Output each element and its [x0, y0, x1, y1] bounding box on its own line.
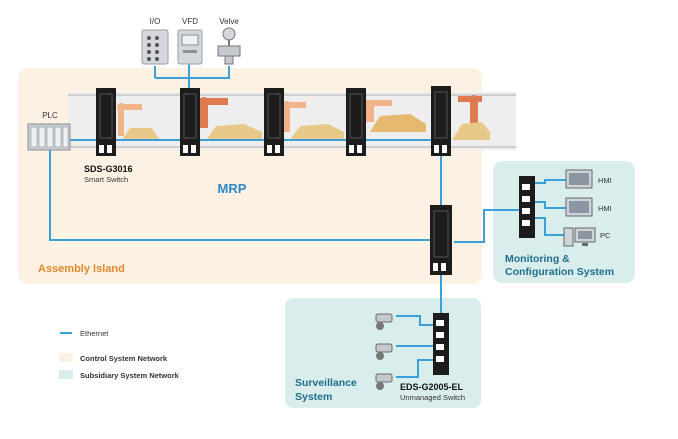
monitoring-switch[interactable] — [519, 176, 535, 238]
legend-subsidiary-swatch — [59, 370, 73, 379]
vfd-icon — [177, 29, 203, 65]
mrp-label: MRP — [218, 181, 247, 196]
plc-label: PLC — [42, 111, 58, 120]
assembly-island-label: Assembly Island — [38, 263, 125, 275]
eds-model-label: EDS-G2005-EL — [400, 382, 464, 392]
pc-label: PC — [600, 231, 611, 240]
io-label: I/O — [150, 17, 161, 26]
switch-1[interactable] — [96, 88, 116, 156]
valve-label: Velve — [219, 17, 239, 26]
camera-2-icon — [375, 343, 393, 360]
hmi-1-icon — [565, 169, 593, 189]
switch-3[interactable] — [264, 88, 284, 156]
car-body-1 — [122, 128, 160, 140]
ethernet-links — [49, 62, 566, 378]
camera-3-icon — [375, 373, 393, 390]
switch-desc-label: Smart Switch — [84, 175, 128, 184]
switch-2[interactable] — [180, 88, 200, 156]
legend-control-swatch — [59, 353, 73, 362]
eds-switch[interactable] — [433, 313, 449, 375]
switch-model-label: SDS-G3016 — [84, 164, 133, 174]
robot-arm-1 — [117, 103, 142, 136]
switch-5[interactable] — [431, 86, 451, 156]
hmi-2-label: HMI — [598, 204, 612, 213]
legend-control-label: Control System Network — [80, 354, 168, 363]
robot-arm-5 — [458, 95, 482, 134]
legend-subsidiary-label: Subsidiary System Network — [80, 371, 180, 380]
camera-1-icon — [375, 313, 393, 330]
valve-icon — [217, 27, 241, 65]
robot-arm-3 — [283, 101, 306, 132]
switch-4[interactable] — [346, 88, 366, 156]
car-body-2 — [206, 124, 262, 140]
eds-desc-label: Unmanaged Switch — [400, 393, 465, 402]
pc-icon — [563, 227, 596, 247]
monitoring-title-line1: Monitoring & — [505, 253, 570, 265]
vfd-label: VFD — [182, 17, 198, 26]
plc-icon — [27, 123, 71, 151]
monitoring-title-line2: Configuration System — [505, 266, 614, 278]
robot-arm-4 — [366, 100, 392, 122]
surveillance-title-line1: Surveillance — [295, 377, 357, 389]
legend-ethernet-label: Ethernet — [80, 329, 109, 338]
car-body-5 — [452, 122, 490, 140]
surveillance-title-line2: System — [295, 391, 332, 403]
legend: Ethernet Control System Network Subsidia… — [59, 329, 180, 380]
hmi-1-label: HMI — [598, 176, 612, 185]
hmi-2-icon — [565, 197, 593, 217]
switch-core[interactable] — [430, 205, 452, 275]
robot-arm-2 — [199, 97, 228, 128]
car-body-4 — [370, 114, 426, 132]
io-module-icon — [141, 29, 169, 65]
car-body-3 — [290, 124, 344, 140]
